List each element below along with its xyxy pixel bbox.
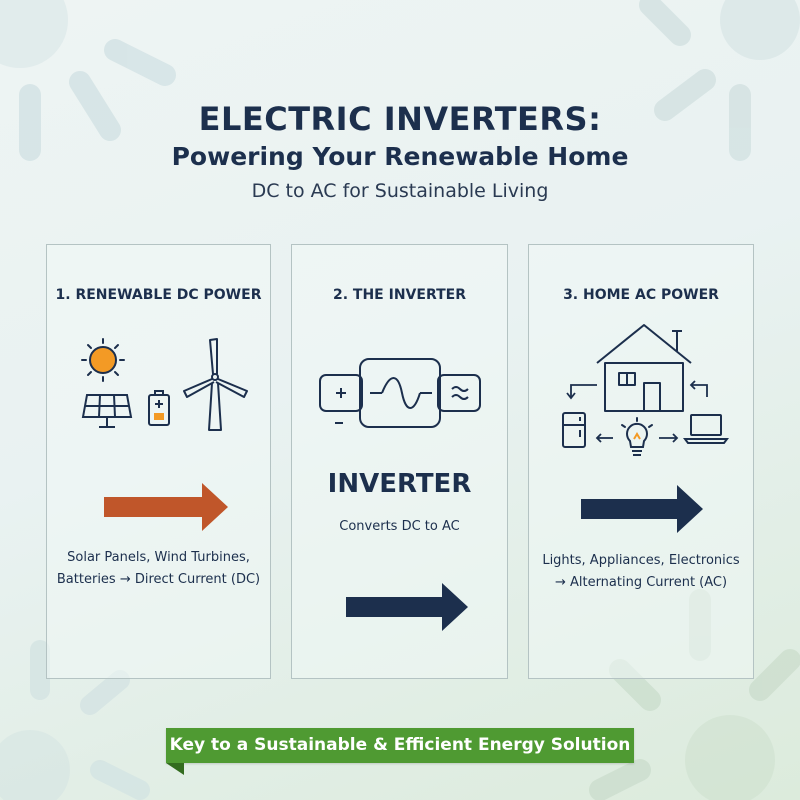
inverter-label: INVERTER	[327, 469, 472, 499]
flow-arrow-navy	[581, 485, 703, 533]
sun-icon	[81, 338, 125, 382]
page-tagline: DC to AC for Sustainable Living	[251, 180, 549, 202]
panel-title: 3. HOME AC POWER	[563, 287, 719, 303]
solar-panel-icon	[81, 394, 133, 428]
wind-turbine-icon	[183, 338, 248, 431]
banner-fold-icon	[166, 763, 184, 775]
panel-title: 1. RENEWABLE DC POWER	[55, 287, 262, 303]
battery-icon	[148, 390, 170, 426]
sun-decoration-top-left-core-icon	[0, 0, 68, 68]
bottom-banner: Key to a Sustainable & Efficient Energy …	[166, 728, 634, 763]
description-line: Solar Panels, Wind Turbines,	[67, 550, 250, 565]
description-line: Lights, Appliances, Electronics	[542, 553, 740, 568]
page-title: ELECTRIC INVERTERS:	[198, 100, 602, 138]
panel-title: 2. THE INVERTER	[332, 287, 466, 303]
inverter-device-icon	[319, 358, 481, 428]
flow-arrow-navy	[346, 583, 468, 631]
refrigerator-icon	[562, 412, 586, 448]
sun-decoration-bottom-left-icon	[30, 640, 150, 800]
laptop-icon	[683, 414, 729, 444]
inverter-description: Converts DC to AC	[339, 519, 460, 534]
home-appliances-icons	[562, 324, 729, 456]
panel-home-ac-power: 3. HOME AC POWER	[528, 244, 754, 679]
panel-the-inverter: 2. THE INVERTER INVERTER Converts DC to …	[291, 244, 508, 679]
sun-decoration-bottom-right-core-icon	[685, 715, 775, 800]
sun-decoration-top-right-core-icon	[720, 0, 800, 60]
connection-arrows-icon	[566, 380, 708, 443]
description-line: → Alternating Current (AC)	[554, 575, 728, 590]
flow-arrow-orange	[104, 483, 228, 531]
lightbulb-icon	[621, 417, 653, 456]
panel-renewable-dc-power: 1. RENEWABLE DC POWER	[46, 244, 271, 679]
panel-description: Lights, Appliances, Electronics → Altern…	[529, 550, 753, 594]
dc-sources-icons	[81, 338, 248, 431]
sun-decoration-top-left-icon	[19, 39, 176, 161]
house-icon	[596, 324, 692, 412]
page-subtitle: Powering Your Renewable Home	[171, 142, 629, 171]
sun-decoration-bottom-left-core-icon	[0, 730, 70, 800]
description-line: Batteries → Direct Current (DC)	[56, 572, 261, 587]
sun-decoration-top-right-icon	[639, 0, 751, 161]
panel-description: Solar Panels, Wind Turbines, Batteries →…	[47, 547, 270, 591]
